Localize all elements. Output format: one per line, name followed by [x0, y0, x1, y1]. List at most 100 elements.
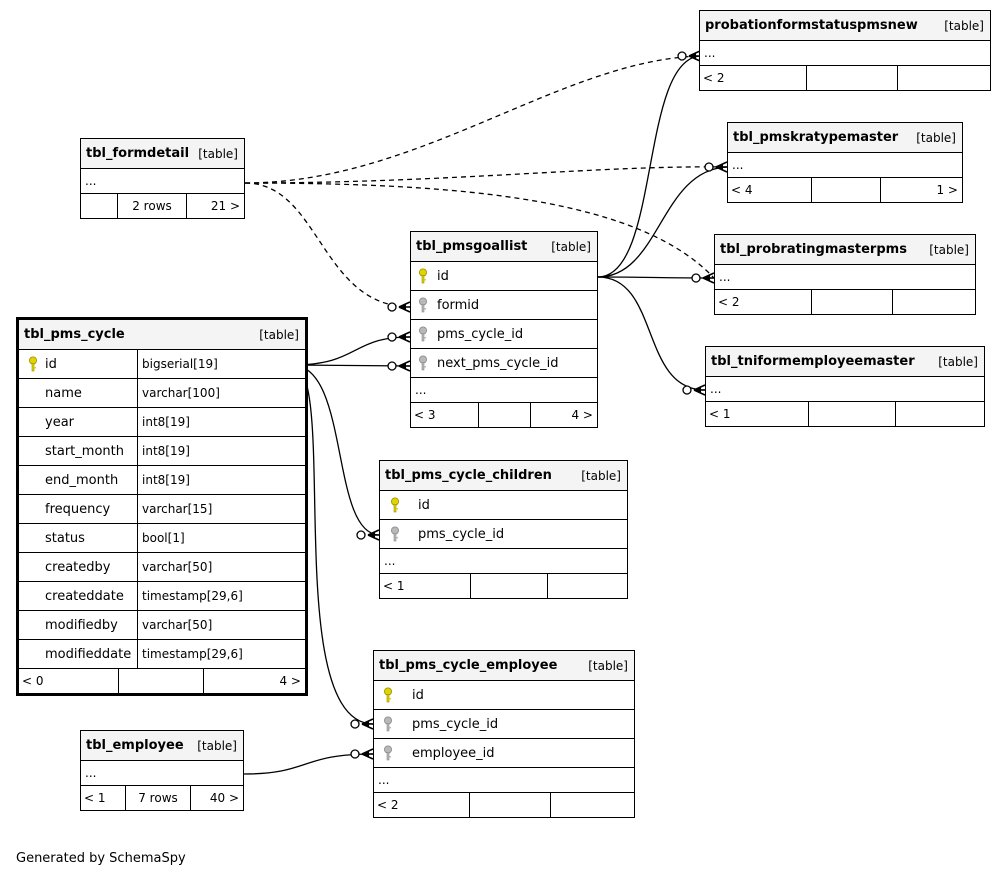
parents-count[interactable]: < 1	[383, 579, 405, 593]
row-count: 7 rows	[125, 786, 191, 810]
table-pms-cycle-children[interactable]: tbl_pms_cycle_children [table] id pms_cy…	[379, 460, 628, 599]
column-name: pms_cycle_id	[412, 716, 499, 732]
column-row[interactable]: name varchar[100]	[19, 379, 305, 408]
column-row[interactable]: formid	[411, 291, 597, 320]
foreign-key-icon	[380, 526, 410, 542]
table-name: tbl_pms_cycle_children	[385, 468, 552, 483]
column-name: pms_cycle_id	[437, 326, 524, 342]
column-row[interactable]: end_month int8[19]	[19, 466, 305, 495]
parents-count[interactable]: < 4	[731, 183, 753, 197]
column-row[interactable]: modifiedby varchar[50]	[19, 611, 305, 640]
table-type: [table]	[198, 146, 238, 161]
column-name: id	[412, 687, 424, 703]
table-header: tbl_pms_cycle [table]	[19, 320, 305, 350]
children-count[interactable]	[896, 402, 984, 426]
column-type: bool[1]	[142, 531, 185, 545]
column-row[interactable]: status bool[1]	[19, 524, 305, 553]
children-count[interactable]	[548, 574, 627, 598]
children-count[interactable]	[551, 793, 634, 817]
table-header: tbl_formdetail [table]	[81, 139, 244, 169]
column-row[interactable]: id	[411, 262, 597, 291]
crows-foot-marker-1	[704, 161, 728, 173]
table-footer: < 3 4 >	[411, 403, 597, 427]
table-footer: < 4 1 >	[728, 178, 962, 202]
column-type: varchar[15]	[142, 502, 213, 516]
foreign-key-icon	[374, 745, 402, 761]
parents-count[interactable]: < 2	[377, 798, 399, 812]
column-name: modifiedby	[45, 617, 118, 633]
children-count[interactable]: 4 >	[571, 408, 593, 422]
column-type: bigserial[19]	[142, 357, 218, 371]
parents-count[interactable]: < 2	[703, 71, 725, 85]
column-name: id	[437, 268, 449, 284]
column-name: employee_id	[412, 745, 495, 761]
column-row[interactable]: pms_cycle_id	[411, 320, 597, 349]
column-name-cell: modifiedby	[19, 611, 138, 639]
edge-goallist-probationformstatus	[597, 55, 701, 278]
column-row[interactable]: modifieddate timestamp[29,6]	[19, 640, 305, 669]
table-employee[interactable]: tbl_employee [table] ... < 1 7 rows 40 >	[80, 730, 244, 811]
column-row[interactable]: employee_id	[374, 739, 634, 768]
column-row[interactable]: next_pms_cycle_id	[411, 349, 597, 378]
parents-count[interactable]: < 0	[22, 674, 44, 688]
children-count[interactable]: 21 >	[210, 199, 240, 213]
children-count[interactable]	[893, 290, 975, 314]
column-name: id	[45, 356, 57, 372]
table-header: tbl_pmsgoallist [table]	[411, 232, 597, 262]
table-name: tbl_probratingmasterpms	[720, 242, 907, 257]
table-probratingmasterpms[interactable]: tbl_probratingmasterpms [table] ... < 2	[714, 234, 976, 315]
column-row[interactable]: id	[374, 681, 634, 710]
more-columns: ...	[81, 761, 243, 786]
crows-foot-marker-0	[677, 50, 701, 62]
column-type: int8[19]	[142, 415, 190, 429]
edge-cycle-children	[291, 364, 380, 536]
column-row[interactable]: start_month int8[19]	[19, 437, 305, 466]
column-name: name	[45, 385, 82, 401]
children-count[interactable]	[898, 66, 990, 90]
column-row[interactable]: createdby varchar[50]	[19, 553, 305, 582]
table-formdetail[interactable]: tbl_formdetail [table] ... 2 rows 21 >	[80, 138, 245, 219]
children-count[interactable]: 4 >	[279, 674, 301, 688]
table-pmsgoallist[interactable]: tbl_pmsgoallist [table] id formid pms_cy…	[410, 231, 598, 428]
parents-count[interactable]	[81, 194, 117, 218]
children-count[interactable]: 1 >	[936, 183, 958, 197]
table-type: [table]	[916, 130, 956, 145]
column-name-cell: frequency	[19, 495, 138, 523]
table-pms-cycle-employee[interactable]: tbl_pms_cycle_employee [table] id pms_cy…	[373, 650, 635, 818]
column-name: end_month	[45, 472, 119, 488]
table-footer: < 1 7 rows 40 >	[81, 786, 243, 810]
column-row[interactable]: frequency varchar[15]	[19, 495, 305, 524]
parents-count[interactable]: < 1	[84, 791, 106, 805]
table-footer: < 2	[700, 66, 990, 90]
primary-key-icon	[21, 356, 45, 372]
column-row[interactable]: id	[380, 491, 627, 520]
column-row[interactable]: id bigserial[19]	[19, 350, 305, 379]
column-row[interactable]: year int8[19]	[19, 408, 305, 437]
table-footer: < 1	[706, 402, 984, 426]
table-footer: < 1	[380, 574, 627, 598]
children-count[interactable]: 40 >	[209, 791, 239, 805]
column-row[interactable]: pms_cycle_id	[380, 520, 627, 549]
column-row[interactable]: pms_cycle_id	[374, 710, 634, 739]
parents-count[interactable]: < 2	[718, 295, 740, 309]
foreign-key-icon	[411, 326, 435, 342]
table-tniformemployeemaster[interactable]: tbl_tniformemployeemaster [table] ... < …	[705, 346, 985, 427]
more-columns: ...	[715, 265, 975, 290]
table-pms-cycle[interactable]: tbl_pms_cycle [table] id bigserial[19] n…	[16, 317, 308, 696]
table-probationformstatuspmsnew[interactable]: probationformstatuspmsnew [table] ... < …	[699, 10, 991, 91]
more-columns: ...	[706, 377, 984, 402]
parents-count[interactable]: < 3	[414, 408, 436, 422]
parents-count[interactable]: < 1	[709, 407, 731, 421]
row-count	[118, 669, 204, 693]
column-row[interactable]: createddate timestamp[29,6]	[19, 582, 305, 611]
column-name-cell: start_month	[19, 437, 138, 465]
table-pmskratypemaster[interactable]: tbl_pmskratypemaster [table] ... < 4 1 >	[727, 122, 963, 203]
column-name: createdby	[45, 559, 111, 575]
table-type: [table]	[259, 327, 299, 342]
column-name-cell: end_month	[19, 466, 138, 494]
more-columns: ...	[374, 768, 634, 793]
table-header: tbl_pmskratypemaster [table]	[728, 123, 962, 153]
crows-foot-marker-4	[387, 301, 411, 313]
row-count	[469, 793, 551, 817]
